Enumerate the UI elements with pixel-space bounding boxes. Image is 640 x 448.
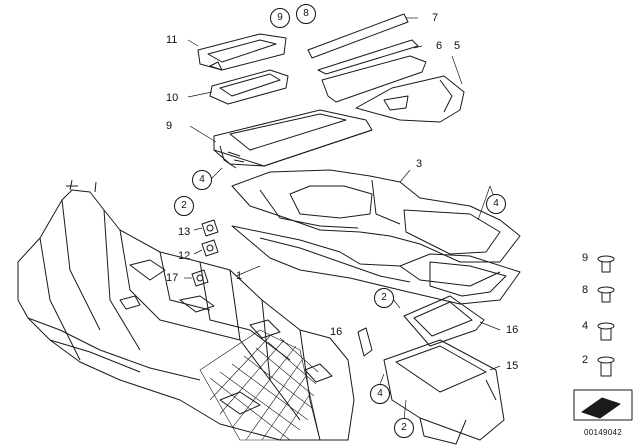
circled-callout-2: 2 [174,196,194,216]
clip-13 [201,239,219,257]
console-panel-3 [231,169,521,263]
callout-7: 7 [432,12,439,24]
circled-callout-2b: 2 [374,288,394,308]
upper-tray-10 [213,109,373,169]
console-trim-1 [231,225,521,305]
clip-14 [201,219,219,237]
callout-14: 13 [178,226,191,238]
legend-label-8: 8 [582,284,589,296]
lid-7 [321,55,427,103]
callout-18: 16 [330,326,343,338]
callout-11: 10 [166,92,179,104]
callout-6: 6 [436,40,443,52]
cover-6 [317,39,419,75]
legend-label-9: 9 [582,252,589,264]
mesh-panel [199,329,321,441]
circled-callout-4: 4 [192,170,212,190]
legend-screws [597,255,615,377]
callout-17: 17 [166,272,179,284]
callout-15: 15 [506,360,519,372]
circled-callout-4c: 4 [370,384,390,404]
box-15 [383,339,505,445]
screw-2-icon [597,356,615,377]
document-number: 00149042 [584,428,622,437]
callout-16: 16 [506,324,519,336]
small-tray-12 [197,33,287,71]
screw-4-icon [597,322,615,341]
callout-5: 5 [454,40,461,52]
bracket-18 [357,327,373,357]
callout-13: 12 [178,250,191,262]
document-icon [573,389,633,421]
legend-label-4: 4 [582,320,589,332]
strip-8 [307,13,409,59]
circled-callout-8: 8 [296,4,316,24]
legend-label-2: 2 [582,354,589,366]
callout-1: 1 [236,270,243,282]
circled-callout-2c: 2 [394,418,414,438]
console-carrier-frame [17,179,355,441]
small-tray-11 [209,69,289,105]
callout-3: 3 [416,158,423,170]
circled-callout-9: 9 [270,8,290,28]
screw-9-icon [597,255,615,273]
callout-12: 11 [166,34,178,46]
leader-lines [184,17,501,421]
circled-callout-4b: 4 [486,194,506,214]
tray-5 [355,75,465,123]
screw-8-icon [597,286,615,303]
box-16 [403,295,485,347]
clip-17 [191,269,209,287]
callout-10: 9 [166,120,173,132]
